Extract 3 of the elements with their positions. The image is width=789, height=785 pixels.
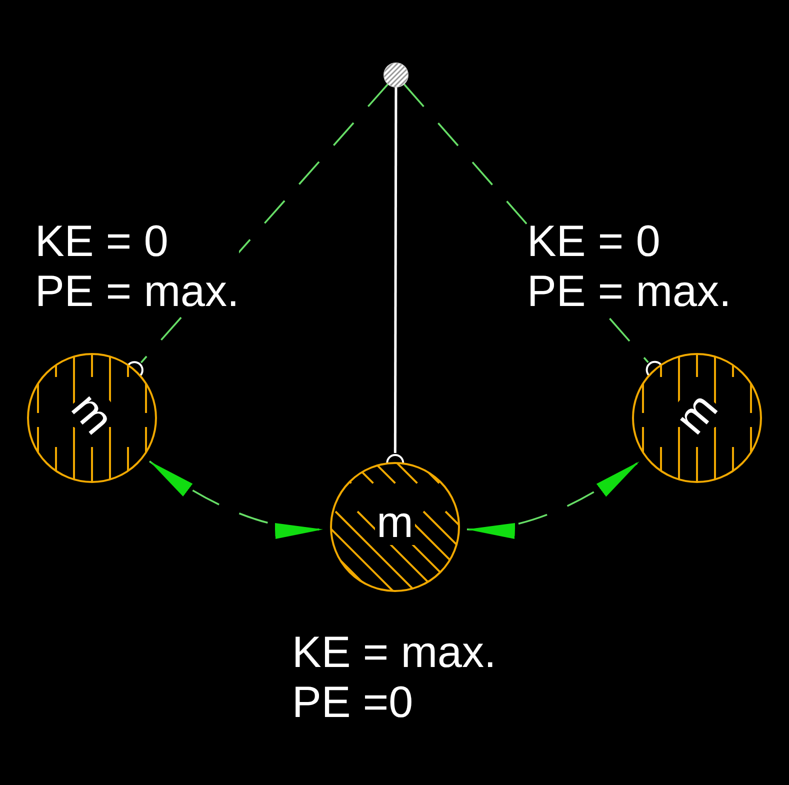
motion-arrow — [466, 460, 640, 538]
pendulum-string — [394, 87, 398, 453]
motion-arrow — [149, 460, 324, 538]
